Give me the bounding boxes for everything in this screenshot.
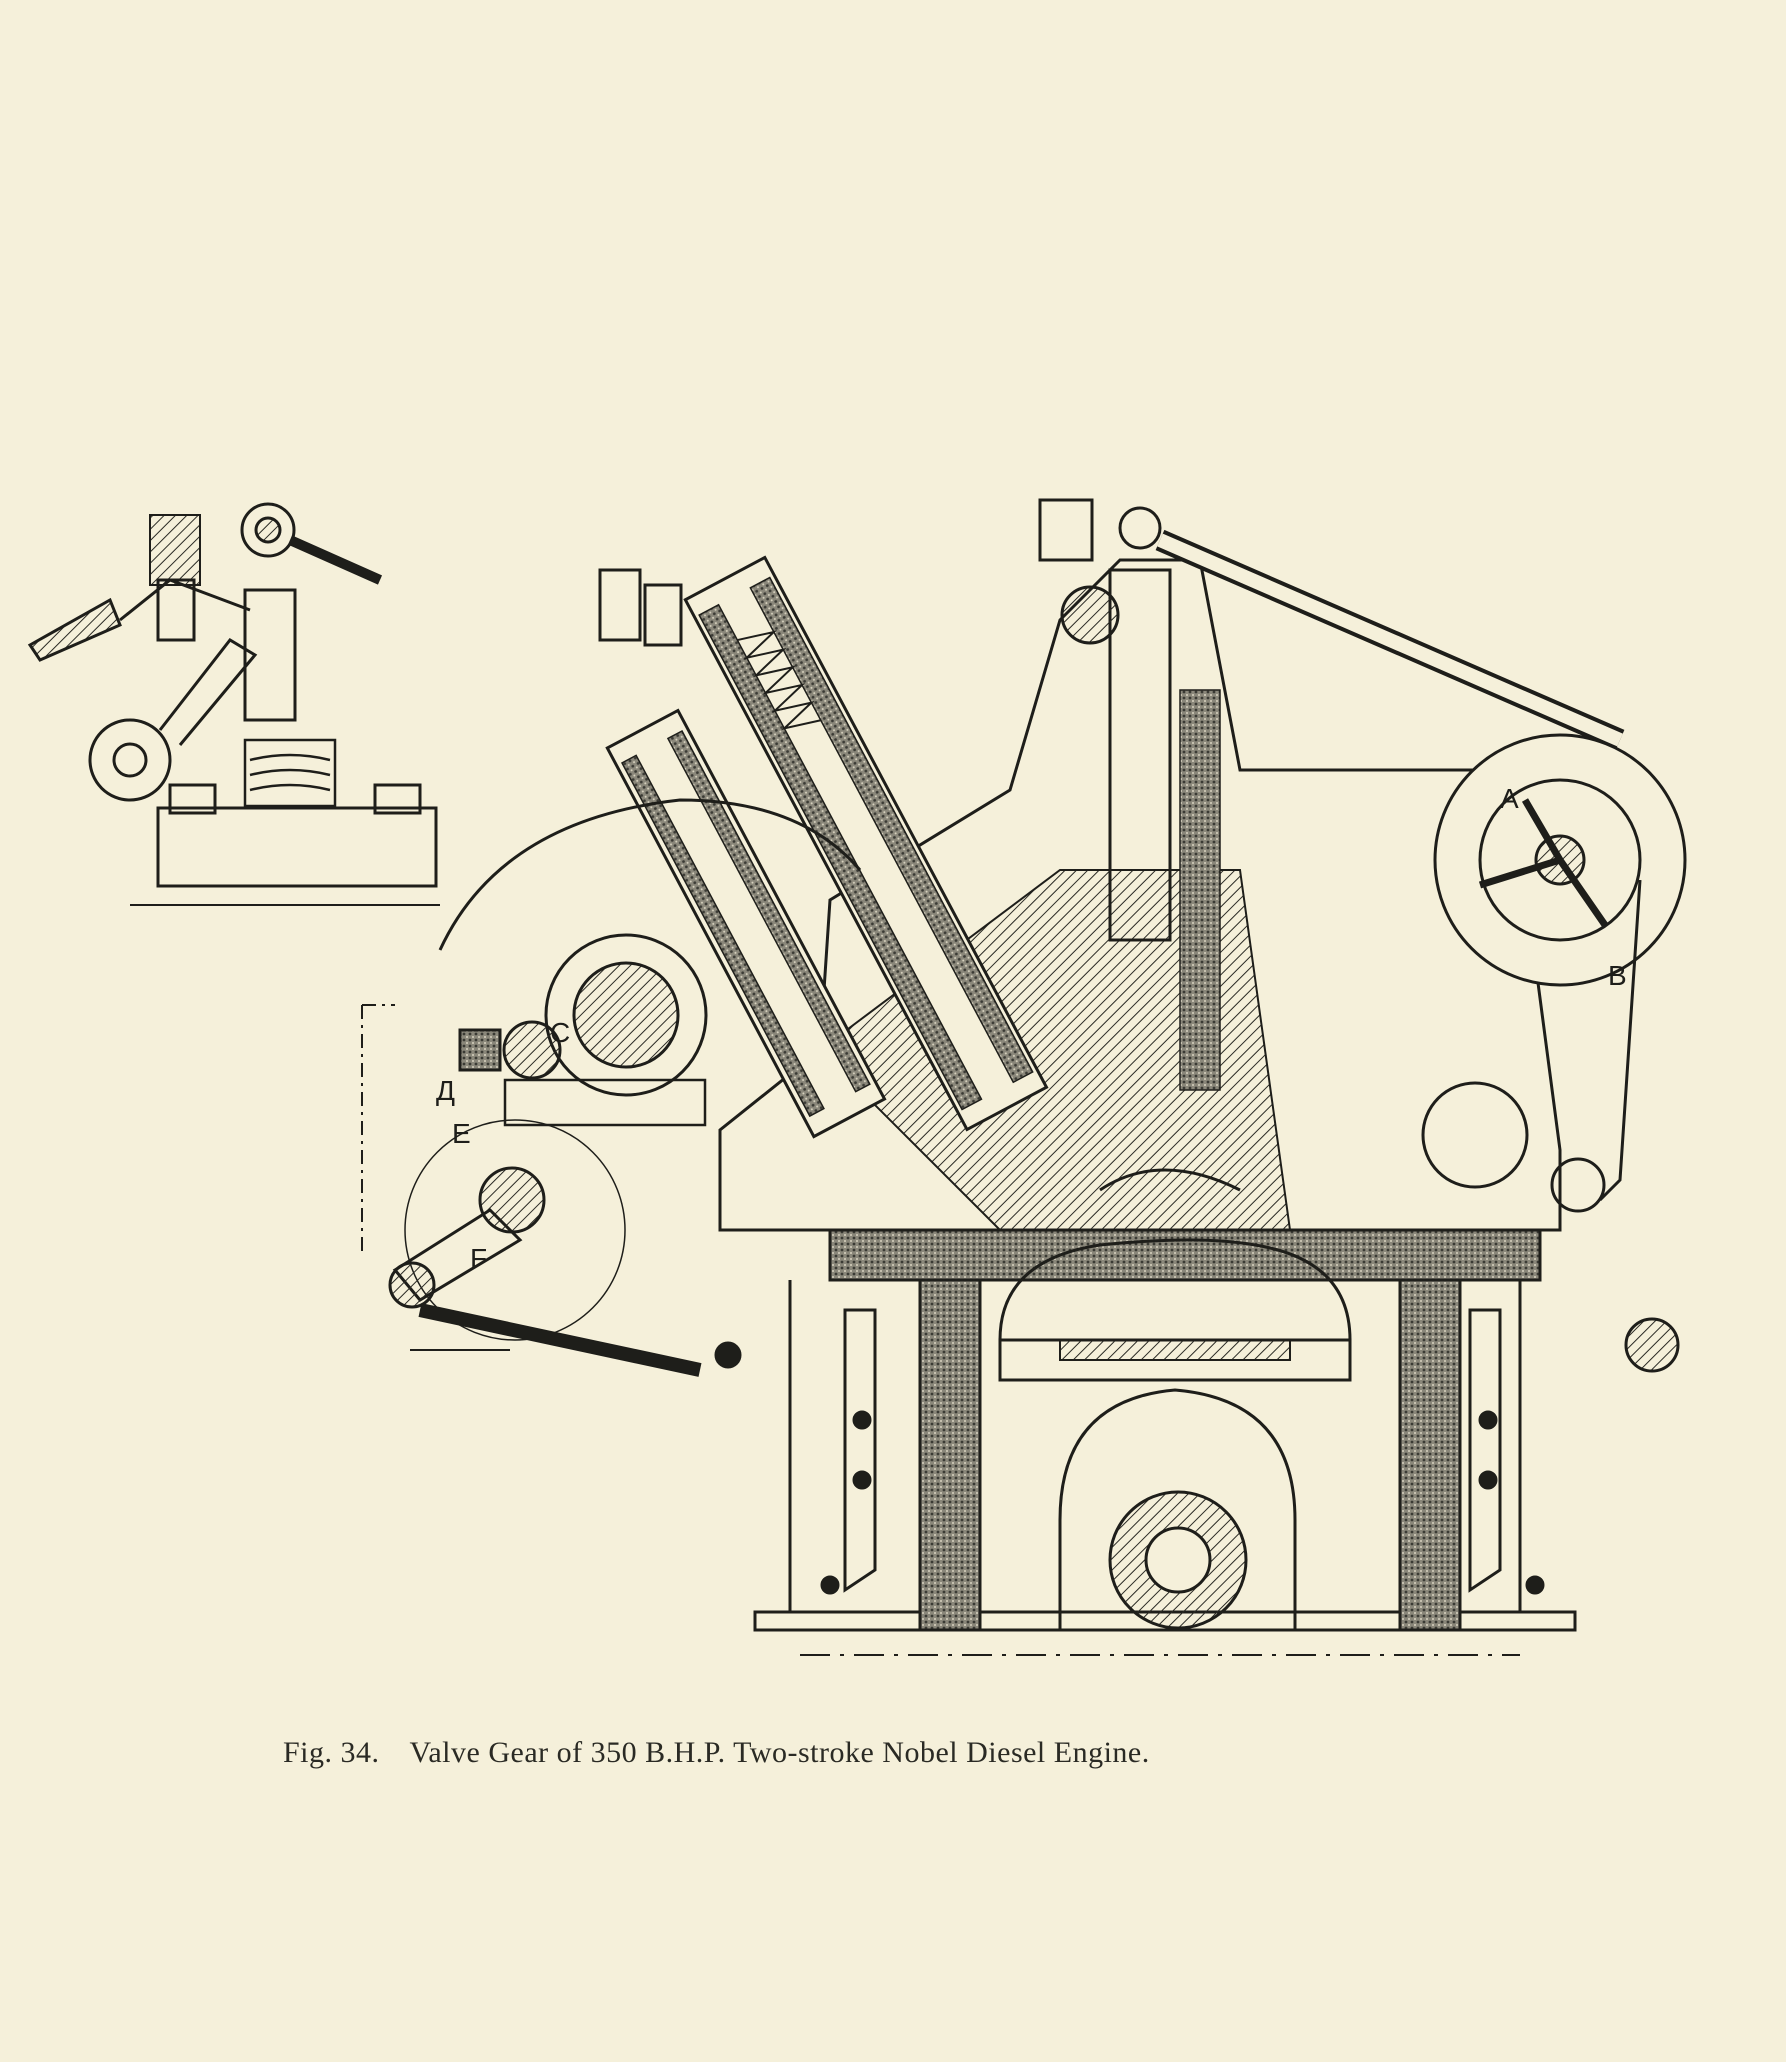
label-d: Д — [436, 1075, 455, 1106]
detail-view — [27, 502, 440, 906]
label-f: F — [470, 1243, 487, 1274]
figure-caption: Fig. 34. Valve Gear of 350 B.H.P. Two-str… — [283, 1736, 1150, 1770]
label-e: E — [452, 1118, 471, 1149]
figure-number: Fig. 34. — [283, 1736, 380, 1769]
label-a: A — [1500, 783, 1519, 814]
label-c: C — [550, 1017, 570, 1048]
label-b: B — [1608, 960, 1627, 991]
part-labels: A B C Д E F — [436, 783, 1627, 1274]
engine-section — [361, 498, 1687, 1656]
figure-caption-text: Valve Gear of 350 B.H.P. Two-stroke Nobe… — [409, 1736, 1150, 1769]
